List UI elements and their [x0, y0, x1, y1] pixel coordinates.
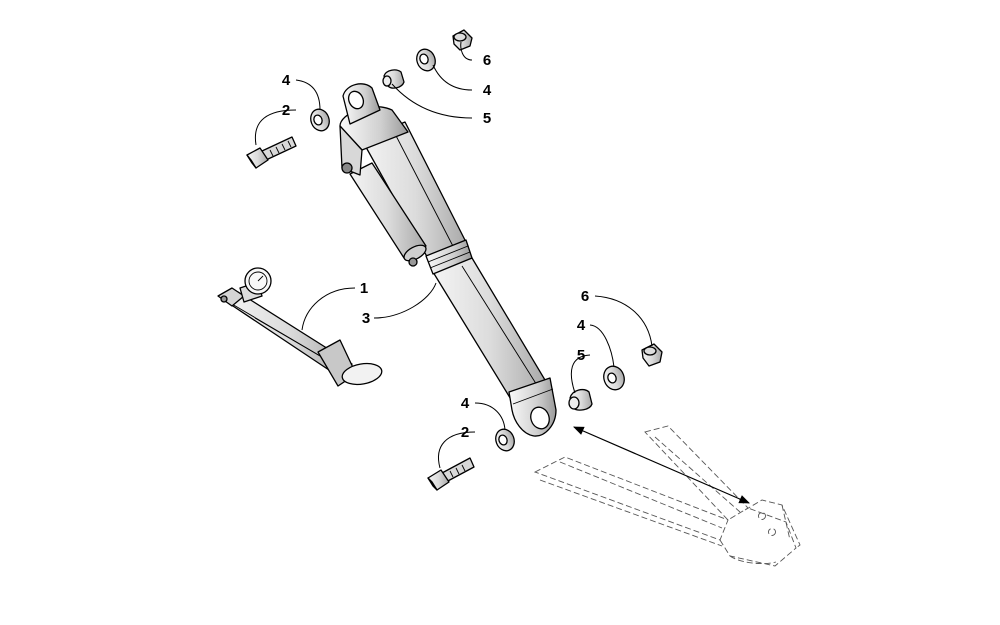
lower-nut	[641, 343, 663, 367]
callout-2-upper: 2	[282, 102, 290, 119]
lower-right-bushing	[603, 365, 625, 391]
upper-right-bushing	[416, 48, 436, 72]
callout-5-lower: 5	[577, 347, 585, 364]
upper-left-bushing	[310, 108, 330, 132]
callout-leaders	[254, 41, 653, 469]
callout-6-lower: 6	[581, 288, 589, 305]
callout-4-lower-right: 4	[577, 317, 586, 334]
a-arm-outline	[533, 425, 801, 567]
callout-4-upper-left: 4	[282, 72, 291, 89]
lower-left-bushing	[495, 428, 515, 452]
shock-absorber	[339, 83, 557, 437]
lower-bolt	[427, 457, 475, 491]
upper-insert	[382, 69, 405, 89]
callout-1: 1	[360, 280, 368, 297]
callout-6-upper: 6	[483, 52, 491, 69]
callout-5-upper: 5	[483, 110, 491, 127]
shock-pump-tool	[217, 267, 383, 387]
upper-bolt	[246, 136, 297, 169]
callout-2-lower: 2	[461, 424, 469, 441]
callout-4-upper-right: 4	[483, 82, 492, 99]
lower-insert	[568, 388, 593, 411]
callout-4-lower-left: 4	[461, 395, 470, 412]
mounting-direction-arrow	[573, 426, 750, 504]
upper-nut	[452, 29, 473, 51]
callout-labels: 1 2 2 3 4 4 4 4 5 5 6 6	[282, 52, 589, 441]
callout-3: 3	[362, 310, 370, 327]
